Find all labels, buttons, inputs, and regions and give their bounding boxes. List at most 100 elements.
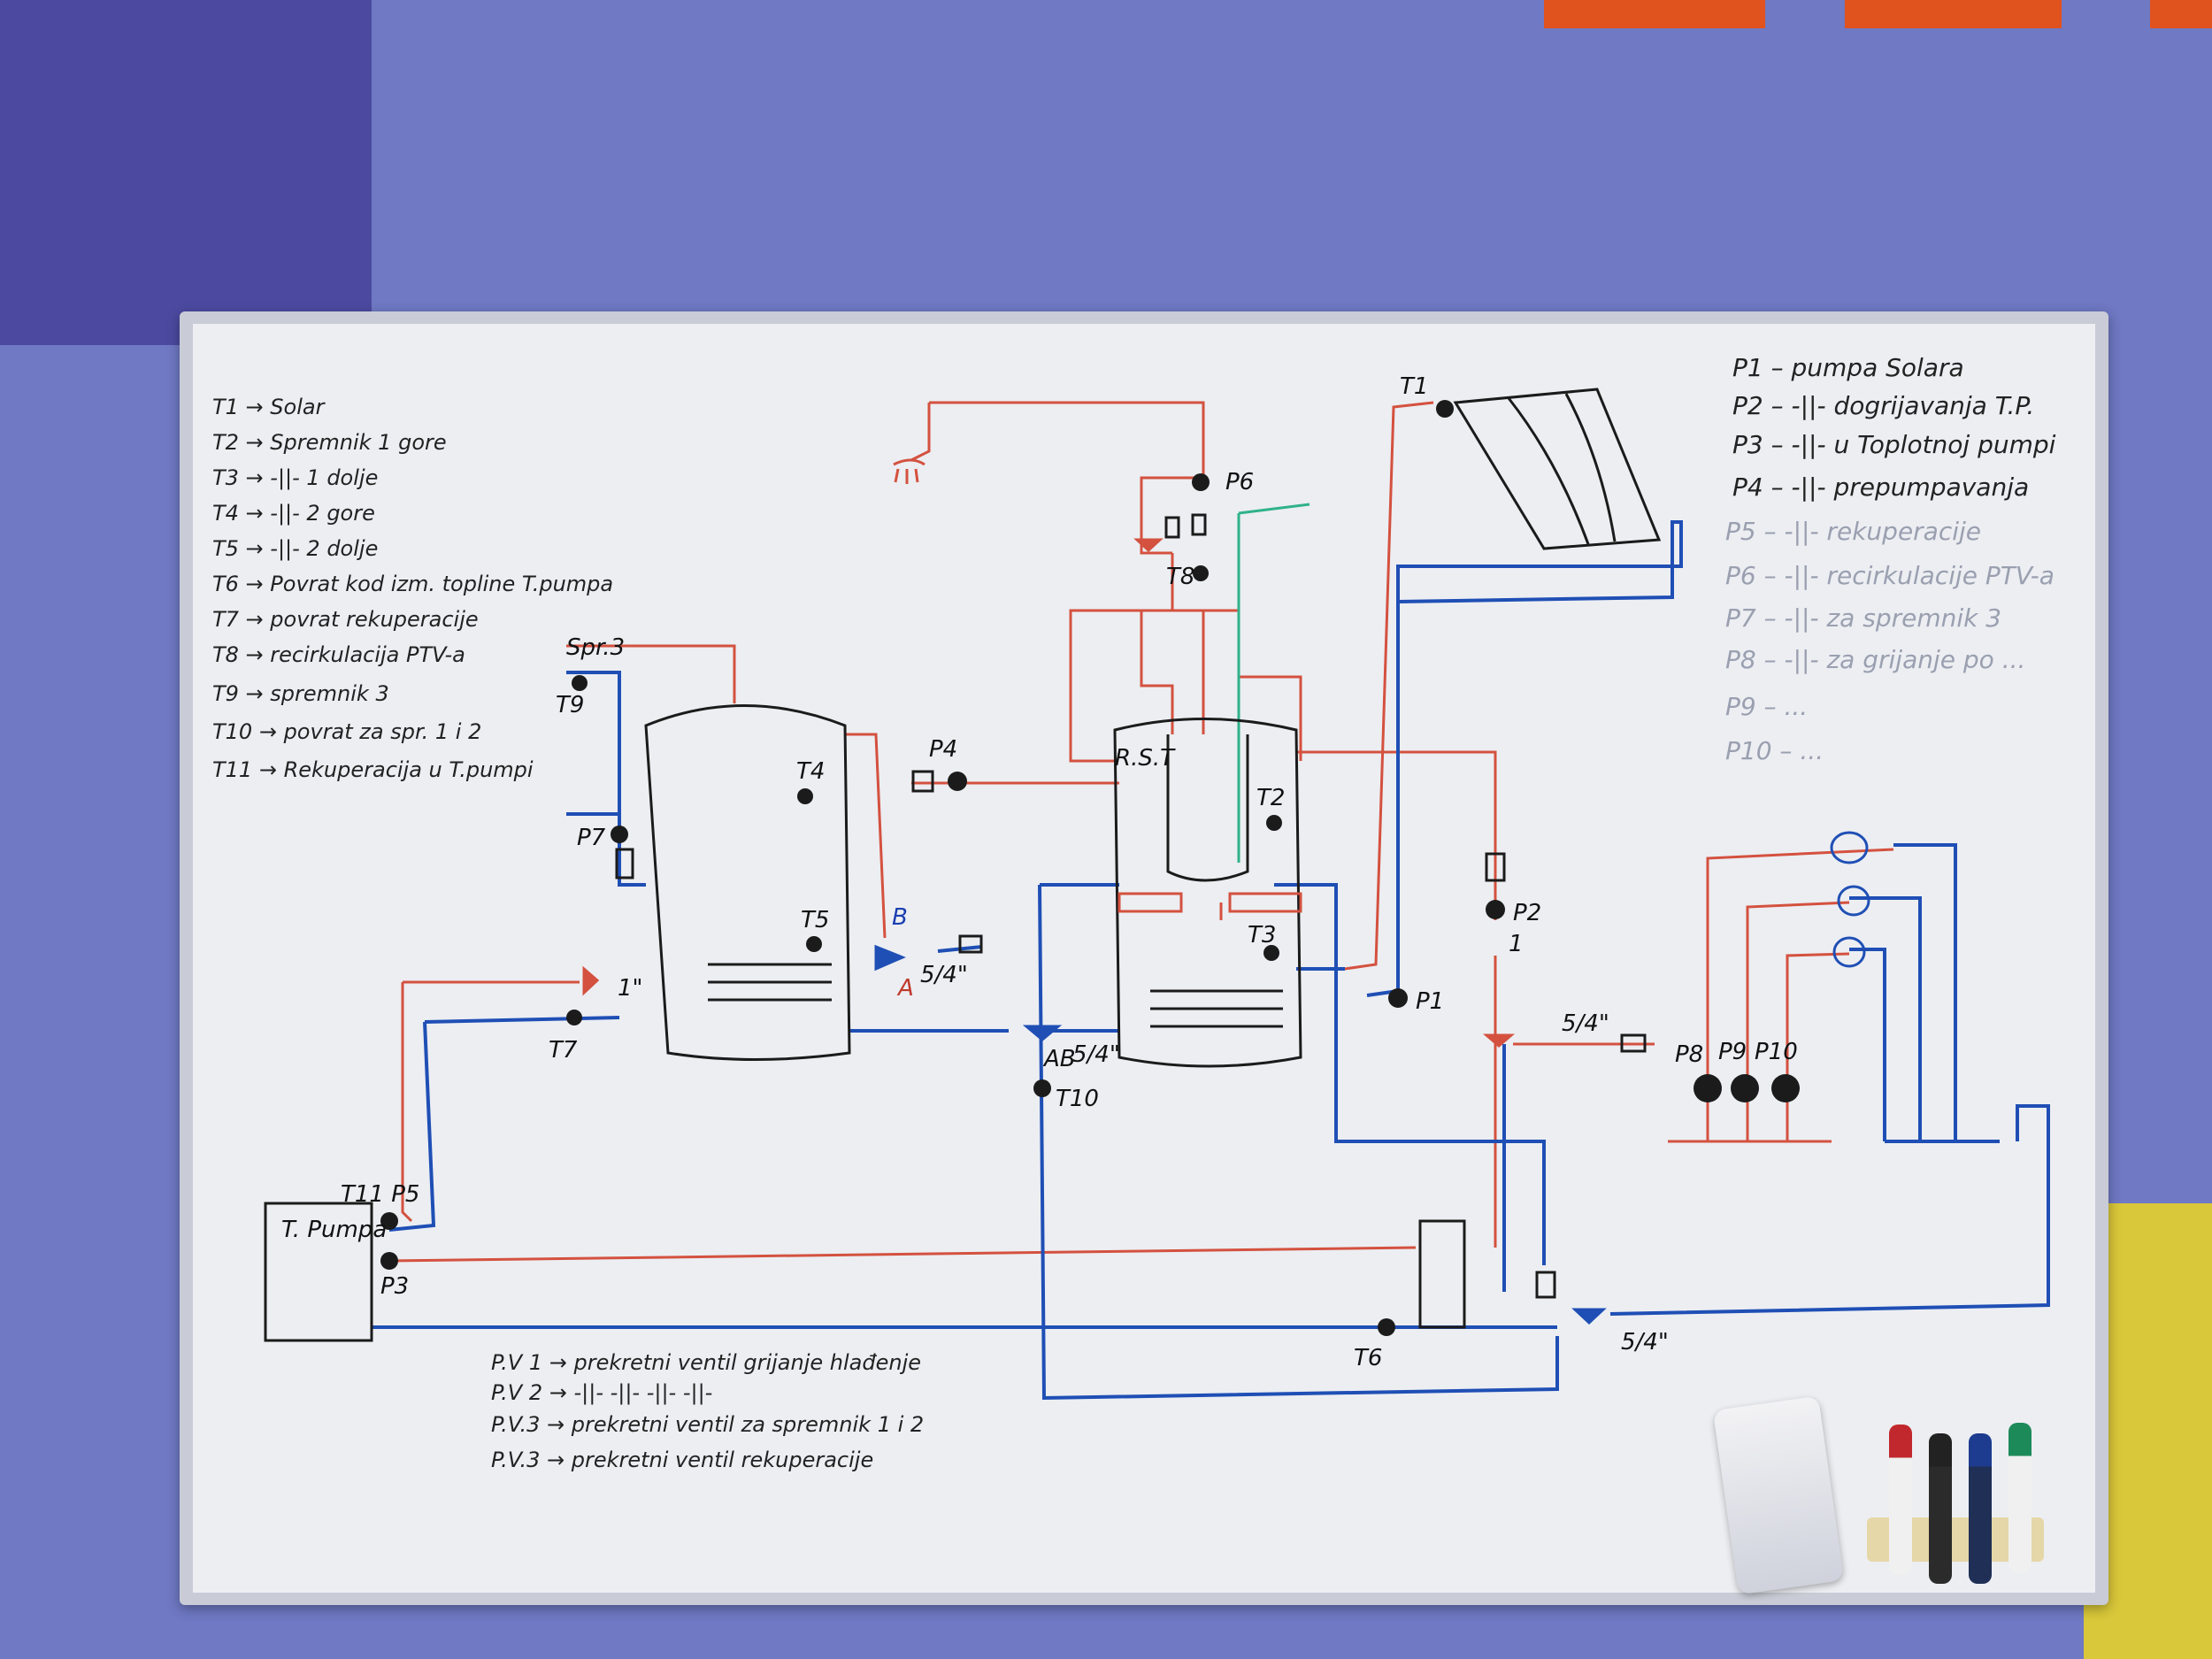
legend-bottom-line: P.V.3 → prekretni ventil za spremnik 1 i… <box>491 1412 924 1437</box>
label-rst: R.S.T <box>1115 745 1176 772</box>
label-p6: P6 <box>1225 469 1254 495</box>
consumer-circuit-1 <box>1830 831 1869 864</box>
label-p4: P4 <box>929 736 957 763</box>
label-t8: T8 <box>1166 564 1194 590</box>
label-t7: T7 <box>549 1037 578 1064</box>
cold-pipe <box>566 770 621 816</box>
blue-marker <box>1969 1433 1992 1584</box>
storage-tank-1 <box>1113 718 1302 1068</box>
legend-bottom-line: P.V 2 → -||- -||- -||- -||- <box>491 1380 712 1405</box>
legend-right: P1 – pumpa Solara P2 – -||- dogrijavanja… <box>1725 353 2056 765</box>
tanks <box>264 388 1662 1342</box>
wall-dark-panel <box>0 0 372 345</box>
valves-blue <box>874 944 1607 1325</box>
label-t9: T9 <box>556 692 584 718</box>
sensor-t9 <box>572 675 588 691</box>
legend-left-line: T4 → -||- 2 gore <box>212 501 375 526</box>
legend-left: T1 → Solar T2 → Spremnik 1 gore T3 → -||… <box>212 395 613 782</box>
consumer-circuit-3 <box>1832 936 1866 968</box>
label-t5: T5 <box>801 907 829 933</box>
legend-right-line: P5 – -||- rekuperacije <box>1725 517 1981 546</box>
sensor-t2 <box>1266 815 1282 831</box>
legend-right-line: P6 – -||- recirkulacije PTV-a <box>1725 561 2055 590</box>
fitting <box>1485 852 1506 882</box>
label-p8: P8 <box>1675 1041 1703 1068</box>
label-p3: P3 <box>380 1273 409 1300</box>
cold-pipe <box>1849 948 1886 1141</box>
green-pipe <box>1238 503 1310 515</box>
label-size-54-d: 5/4" <box>1621 1329 1669 1356</box>
pump-p1 <box>1388 988 1408 1008</box>
cold-water-pipe <box>1237 503 1310 863</box>
cold-pipe <box>1893 843 1957 1141</box>
hot-pipe <box>845 733 887 939</box>
hot-pipe <box>1140 611 1174 734</box>
valve-mixing <box>1133 538 1164 553</box>
label-p9: P9 <box>1718 1039 1747 1065</box>
shower-head-icon <box>893 458 926 466</box>
orange-paper <box>1845 0 2062 28</box>
hot-pipe <box>1344 401 1434 971</box>
orange-paper <box>1544 0 1765 28</box>
label-t6: T6 <box>1354 1345 1382 1371</box>
label-t1: T1 <box>1400 373 1428 400</box>
whiteboard <box>193 324 2095 1593</box>
pump-p6 <box>1192 473 1210 491</box>
legend-left-line: T1 → Solar <box>212 395 326 419</box>
label-t11-p5: T11 P5 <box>341 1181 419 1208</box>
legend-left-line: T7 → povrat rekuperacije <box>212 607 479 632</box>
cold-pipe <box>1274 883 1546 1265</box>
hot-pipe <box>566 644 736 703</box>
valve-pv3 <box>874 944 906 972</box>
heater-element-right <box>1228 892 1302 913</box>
valve-pv1 <box>1482 1033 1516 1048</box>
legend-right-line: P7 – -||- za spremnik 3 <box>1725 603 2001 633</box>
valves-red <box>582 538 1516 1048</box>
hot-pipe <box>401 982 413 1223</box>
legend-right-line: P10 – ... <box>1725 736 1824 765</box>
pump-p9 <box>1731 1074 1759 1102</box>
hot-pipe <box>1069 553 1174 763</box>
pump-p7 <box>611 826 628 843</box>
legend-left-line: T3 → -||- 1 dolje <box>212 465 378 490</box>
legend-right-line: P4 – -||- prepumpavanja <box>1732 472 2029 502</box>
shower-head-icon <box>893 458 926 484</box>
label-t2: T2 <box>1256 785 1285 811</box>
fitting <box>615 848 634 879</box>
sensor-t7 <box>566 1010 582 1025</box>
hot-pipe <box>1172 609 1302 761</box>
sensor-t3 <box>1263 945 1279 961</box>
heat-pump-unit <box>264 1202 373 1342</box>
label-valve-b: B <box>892 904 908 931</box>
pump-p10 <box>1771 1074 1800 1102</box>
sensor-t5 <box>806 936 822 952</box>
hot-pipe <box>388 1246 1417 1263</box>
legend-left-line: T5 → -||- 2 dolje <box>212 536 378 561</box>
pump-p2 <box>1486 900 1505 919</box>
solar-collector-tubes <box>1507 393 1617 545</box>
fitting <box>1535 1271 1556 1299</box>
consumers <box>1830 831 1870 968</box>
legend-left-line: T2 → Spremnik 1 gore <box>212 430 447 455</box>
pump-p4 <box>948 772 967 791</box>
sensor-t10 <box>1033 1079 1051 1097</box>
label-spr3: Spr.3 <box>566 634 625 661</box>
green-marker <box>2008 1423 2032 1573</box>
pump-p8 <box>1694 1074 1722 1102</box>
label-p1: P1 <box>1416 988 1444 1015</box>
fitting <box>911 770 934 793</box>
hot-pipe <box>1746 901 1850 1141</box>
cold-pipe <box>1849 896 1922 1141</box>
label-valve-a: A <box>896 975 914 1002</box>
sensor-t4 <box>797 788 813 804</box>
consumer-circuit-2 <box>1837 885 1870 917</box>
solar-collector <box>1453 388 1662 550</box>
legend-left-line: T11 → Rekuperacija u T.pumpi <box>212 757 534 782</box>
shower-spray <box>894 468 919 484</box>
cold-pipes <box>372 520 2050 1401</box>
label-tpumpa: T. Pumpa <box>281 1217 387 1243</box>
cold-pipe <box>1396 520 1683 991</box>
component-labels: T1 P6 T8 Spr.3 T9 P7 T4 T5 P4 R.S.T T2 T… <box>281 373 1798 1371</box>
legend-right-line: P3 – -||- u Toplotnoj pumpi <box>1732 430 2056 459</box>
pumps-and-sensors <box>380 400 1800 1336</box>
